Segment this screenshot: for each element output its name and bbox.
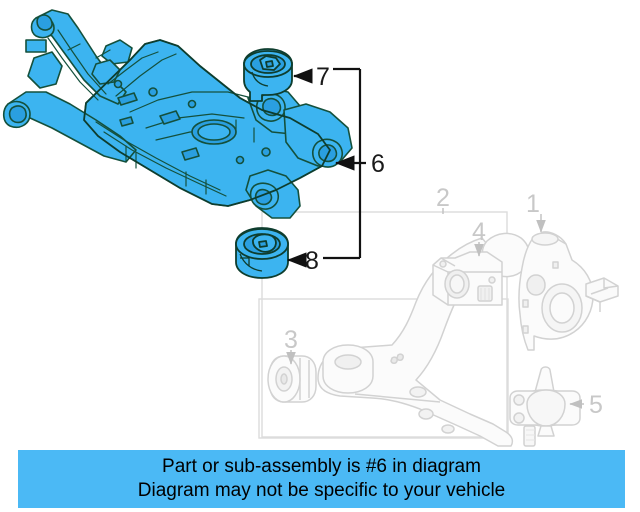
callout-label-8: 8: [305, 247, 319, 275]
notice-line-secondary: Diagram may not be specific to your vehi…: [137, 480, 506, 501]
callout-leader-lines-dark: [286, 67, 366, 268]
callout-label-2: 2: [436, 184, 450, 212]
callout-leader-lines-grey: [286, 208, 584, 409]
part-ball-joint: [509, 366, 581, 447]
part-steering-knuckle: [518, 231, 619, 351]
part-notice-banner: Part or sub-assembly is #6 in diagram Di…: [18, 450, 625, 508]
callout-label-5: 5: [589, 391, 603, 419]
callout-label-4: 4: [472, 218, 486, 246]
part-control-arm-bushing: [267, 355, 317, 403]
part-crossmember-subframe: [2, 9, 353, 219]
group-box-control-arm-upper: [261, 211, 508, 438]
callout-label-3: 3: [284, 326, 298, 354]
part-lower-mount-bushing: [235, 227, 289, 279]
part-upper-mount-bushing: [243, 48, 293, 102]
callout-label-6: 6: [371, 150, 385, 178]
callout-label-7: 7: [316, 63, 330, 91]
part-control-arm-bracket: [432, 251, 503, 306]
callout-label-1: 1: [526, 190, 540, 218]
notice-line-primary: Part or sub-assembly is #6 in diagram: [162, 456, 481, 477]
group-box-control-arm-lower: [258, 298, 509, 439]
